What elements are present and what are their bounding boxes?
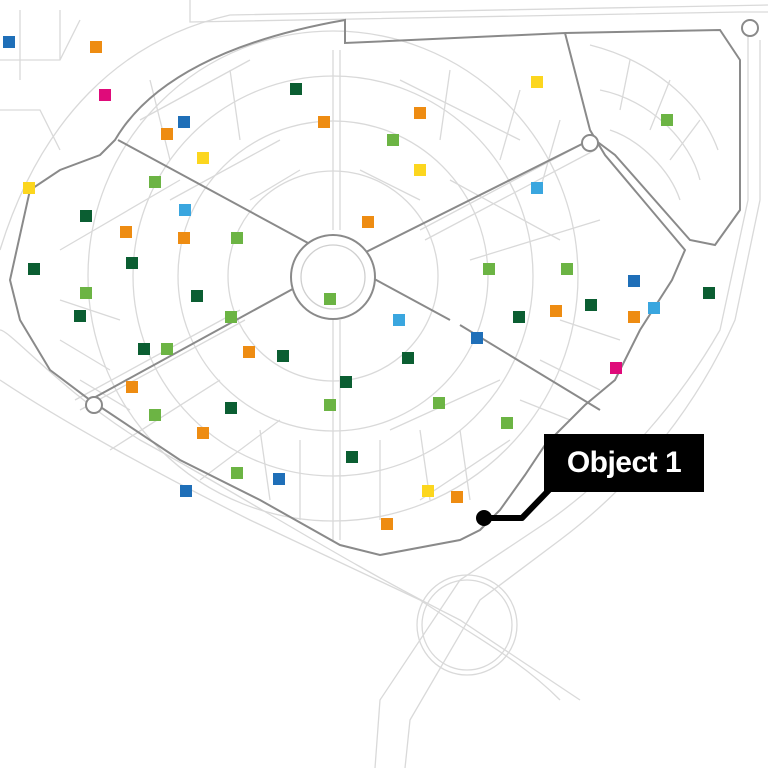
map-marker-yellow[interactable]	[531, 76, 543, 88]
map-marker-blue[interactable]	[178, 116, 190, 128]
map-marker-light-green[interactable]	[231, 467, 243, 479]
map-marker-orange[interactable]	[550, 305, 562, 317]
map-marker-light-green[interactable]	[80, 287, 92, 299]
map-marker-dark-green[interactable]	[80, 210, 92, 222]
map-marker-dark-green[interactable]	[402, 352, 414, 364]
map-marker-magenta[interactable]	[99, 89, 111, 101]
map-marker-light-blue[interactable]	[393, 314, 405, 326]
map-marker-dark-green[interactable]	[191, 290, 203, 302]
callout-leader	[476, 487, 552, 526]
map-marker-dark-green[interactable]	[225, 402, 237, 414]
map-marker-light-green[interactable]	[324, 293, 336, 305]
map-marker-light-green[interactable]	[483, 263, 495, 275]
map-marker-yellow[interactable]	[422, 485, 434, 497]
map-marker-light-green[interactable]	[501, 417, 513, 429]
map-marker-magenta[interactable]	[610, 362, 622, 374]
map-marker-dark-green[interactable]	[585, 299, 597, 311]
map-marker-light-green[interactable]	[161, 343, 173, 355]
map-marker-blue[interactable]	[273, 473, 285, 485]
roundabouts	[85, 19, 759, 414]
district-boundary	[8, 18, 741, 557]
map-marker-dark-green[interactable]	[28, 263, 40, 275]
map-marker-light-blue[interactable]	[648, 302, 660, 314]
map-marker-dark-green[interactable]	[277, 350, 289, 362]
map-marker-orange[interactable]	[126, 381, 138, 393]
map-marker-orange[interactable]	[318, 116, 330, 128]
map-marker-orange[interactable]	[243, 346, 255, 358]
map-marker-orange[interactable]	[178, 232, 190, 244]
map-marker-dark-green[interactable]	[126, 257, 138, 269]
map-marker-orange[interactable]	[381, 518, 393, 530]
map-marker-light-green[interactable]	[149, 176, 161, 188]
map-marker-light-green[interactable]	[561, 263, 573, 275]
map-marker-light-blue[interactable]	[531, 182, 543, 194]
map-marker-light-green[interactable]	[661, 114, 673, 126]
map-marker-blue[interactable]	[3, 36, 15, 48]
map-marker-dark-green[interactable]	[138, 343, 150, 355]
map-marker-light-blue[interactable]	[179, 204, 191, 216]
map-marker-dark-green[interactable]	[703, 287, 715, 299]
map-marker-dark-green[interactable]	[513, 311, 525, 323]
map-marker-dark-green[interactable]	[74, 310, 86, 322]
map-marker-light-green[interactable]	[149, 409, 161, 421]
map-marker-orange[interactable]	[628, 311, 640, 323]
map-marker-orange[interactable]	[120, 226, 132, 238]
map-marker-yellow[interactable]	[197, 152, 209, 164]
map-marker-orange[interactable]	[451, 491, 463, 503]
map-marker-dark-green[interactable]	[290, 83, 302, 95]
map-marker-light-green[interactable]	[387, 134, 399, 146]
map-marker-light-green[interactable]	[324, 399, 336, 411]
map-marker-blue[interactable]	[628, 275, 640, 287]
map-marker-blue[interactable]	[471, 332, 483, 344]
object-1-callout-label[interactable]: Object 1	[544, 434, 704, 492]
map-marker-yellow[interactable]	[414, 164, 426, 176]
map-marker-dark-green[interactable]	[346, 451, 358, 463]
map-marker-dark-green[interactable]	[340, 376, 352, 388]
markers-layer	[3, 36, 715, 530]
map-marker-orange[interactable]	[362, 216, 374, 228]
map-marker-yellow[interactable]	[23, 182, 35, 194]
central-circle-inner	[300, 244, 366, 310]
map-marker-orange[interactable]	[197, 427, 209, 439]
map-marker-orange[interactable]	[161, 128, 173, 140]
map-marker-light-green[interactable]	[231, 232, 243, 244]
map-marker-orange[interactable]	[90, 41, 102, 53]
map-marker-light-green[interactable]	[225, 311, 237, 323]
map-marker-blue[interactable]	[180, 485, 192, 497]
map-marker-orange[interactable]	[414, 107, 426, 119]
object-1-pin[interactable]	[476, 510, 492, 526]
map-marker-light-green[interactable]	[433, 397, 445, 409]
